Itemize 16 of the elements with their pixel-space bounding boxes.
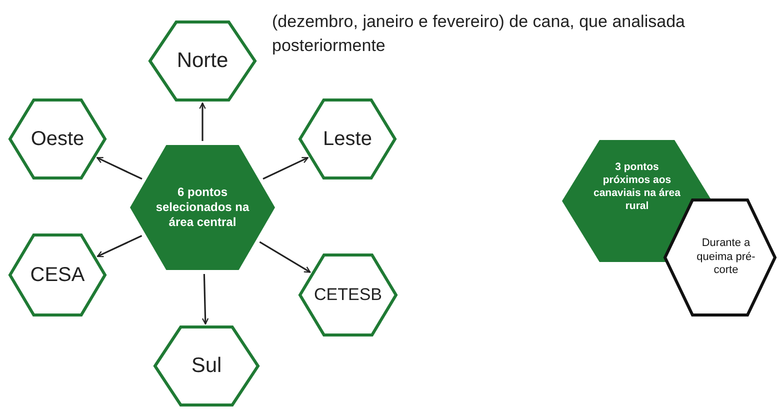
node-label: 6 pontos selecionados na área central	[154, 185, 250, 230]
arrow	[262, 156, 308, 180]
node-label: 3 pontos próximos aos canaviais na área rural	[592, 160, 682, 214]
node-label: CESA	[30, 262, 85, 288]
arrow	[96, 156, 142, 180]
node-label: Leste	[323, 126, 372, 152]
arrow	[199, 102, 206, 141]
arrow	[202, 274, 209, 325]
node-label: Durante a queima pré-corte	[696, 236, 756, 278]
node-label: CETESB	[314, 284, 382, 306]
arrow	[96, 235, 142, 258]
node-label: Oeste	[30, 126, 84, 152]
node-label: Norte	[176, 48, 228, 74]
note-text: (dezembro, janeiro e fevereiro) de cana, que analisada posteriormente	[272, 11, 686, 57]
node-label: Sul	[191, 352, 222, 379]
arrow	[259, 241, 311, 273]
